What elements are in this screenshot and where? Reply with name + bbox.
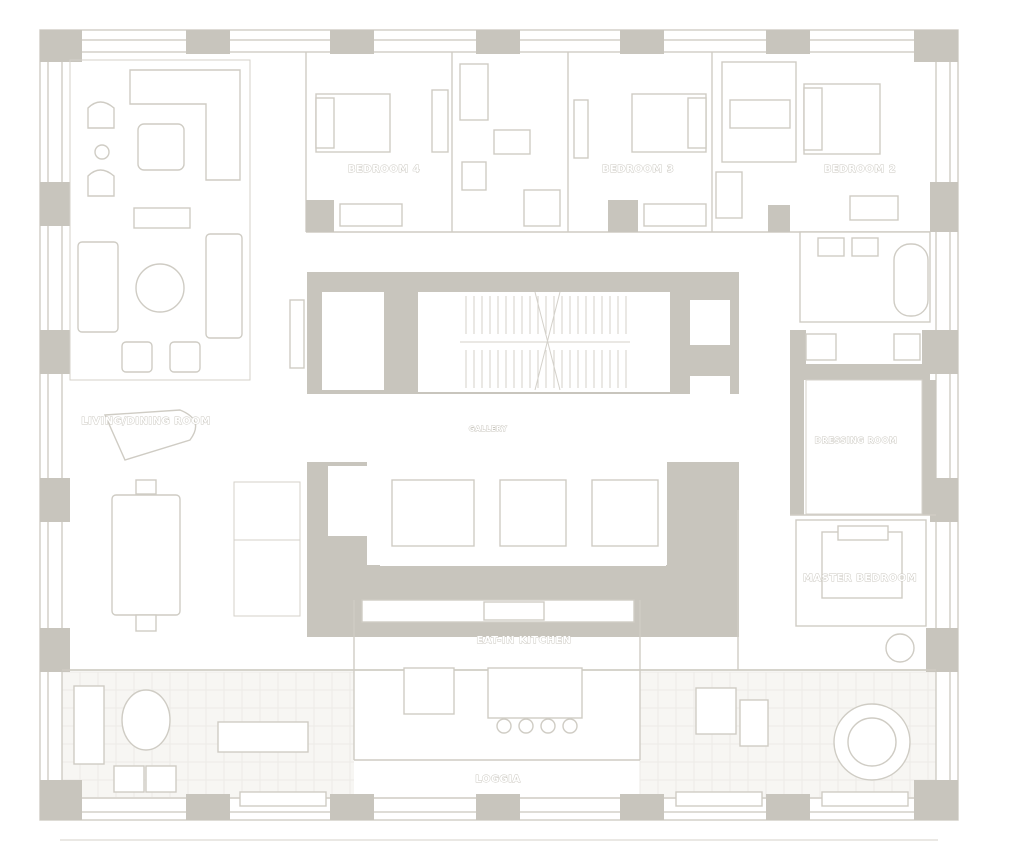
living-room-furniture xyxy=(69,59,251,632)
label-living-dining: LIVING/DINING ROOM xyxy=(81,416,211,427)
label-master-bedroom: MASTER BEDROOM xyxy=(803,573,917,584)
master-suite-furniture xyxy=(795,231,931,663)
label-bedroom-2: BEDROOM 2 xyxy=(824,164,896,175)
label-bedroom-4: BEDROOM 4 xyxy=(348,164,420,175)
label-eatin-kitchen: EAT-IN KITCHEN xyxy=(476,635,571,646)
label-gallery: GALLERY xyxy=(469,425,508,433)
core-details xyxy=(289,291,659,547)
interior-walls xyxy=(62,52,958,761)
label-bedroom-3: BEDROOM 3 xyxy=(602,164,674,175)
label-dressing-room: DRESSING ROOM xyxy=(815,436,898,445)
loggia-furniture xyxy=(73,685,911,807)
kitchen-furniture xyxy=(361,599,635,734)
label-loggia: LOGGIA xyxy=(475,774,520,785)
room-labels: LIVING/DINING ROOM BEDROOM 4 BEDROOM 3 B… xyxy=(81,164,917,786)
bedroom-furniture xyxy=(315,61,899,227)
